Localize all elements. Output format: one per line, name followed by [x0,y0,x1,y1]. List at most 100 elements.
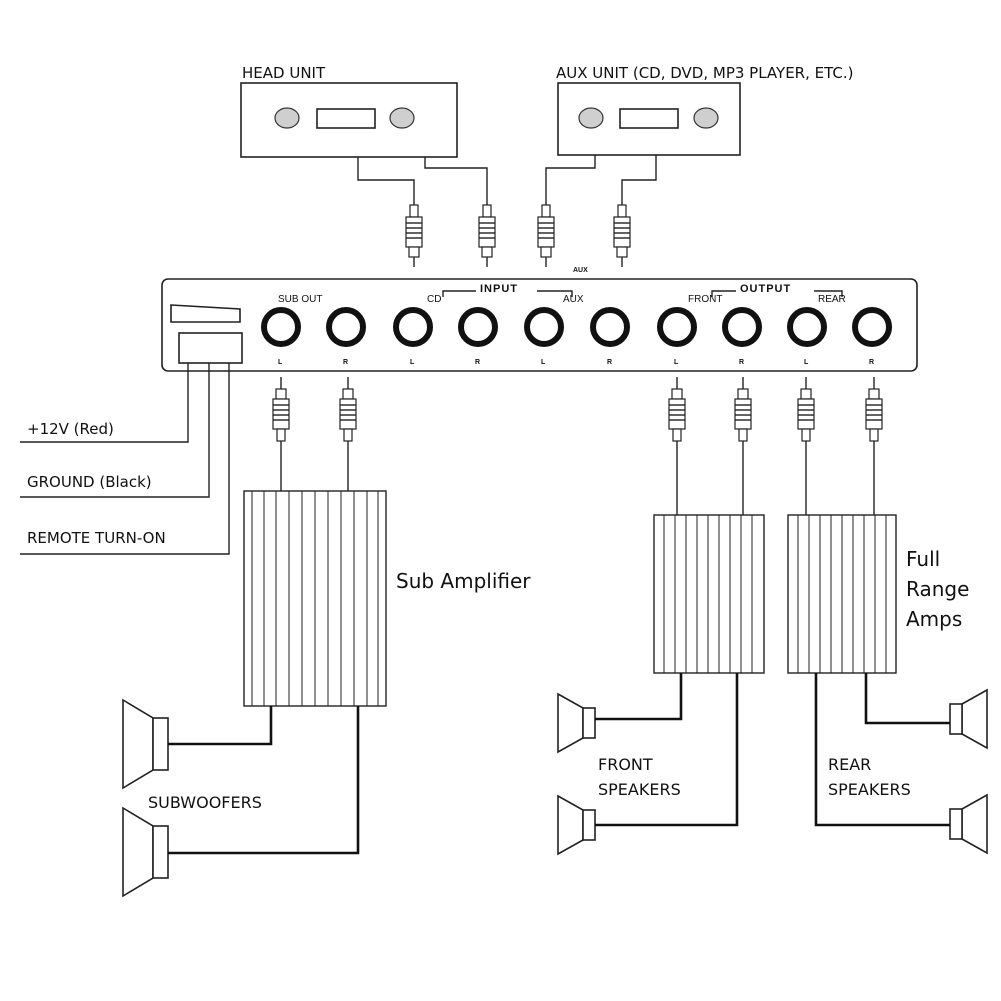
speaker-icon [557,794,596,856]
rear-speakers: REAR SPEAKERS [814,673,988,855]
head-unit: HEAD UNIT [240,64,458,158]
rca-plug [613,204,631,267]
channel-label: L [804,359,809,366]
rear-speaker-wire [814,673,950,827]
channel-label: R [475,359,480,366]
front-label: FRONT [688,294,722,305]
aux-input-label: AUX [563,294,584,305]
channel-label: R [343,359,348,366]
head-unit-wire-right [424,157,488,205]
channel-label: R [869,359,874,366]
rca-jack [852,307,892,347]
rca-plug [405,204,423,267]
subwoofer-icon [122,806,169,898]
input-bracket [442,290,573,297]
speaker-icon [557,692,596,754]
aux-unit-wire-right [621,155,657,205]
head-unit-knob-left [274,107,300,129]
power-terminal-block [178,332,243,364]
aux-unit-label: AUX UNIT (CD, DVD, MP3 PLAYER, ETC.) [556,64,853,82]
front-speakers-label-line1: FRONT [598,755,653,774]
front-amplifier [653,514,765,674]
rca-plug [865,377,883,442]
front-speakers-label-line2: SPEAKERS [598,780,681,799]
rca-plug [668,377,686,442]
plus12v-wire [20,363,189,443]
processor-indicator [170,304,241,323]
subwoofers-label: SUBWOOFERS [148,793,262,812]
cd-label: CD [427,294,441,305]
channel-label: L [674,359,679,366]
front-speaker-wire [595,673,683,721]
channel-label: R [739,359,744,366]
rca-jack [590,307,630,347]
aux-unit-knob-right [693,107,719,129]
remote-wire [20,363,230,555]
processor-unit: SUB OUT CD INPUT AUX OUTPUT FRONT REAR L… [161,278,918,372]
aux-plug-tag: AUX [573,267,588,274]
subwoofer-wire [168,706,273,746]
full-range-label-line3: Amps [906,607,962,631]
channel-label: L [541,359,546,366]
full-range-label-line2: Range [906,577,969,601]
rear-speakers-label-line1: REAR [828,755,871,774]
head-unit-knob-right [389,107,415,129]
output-bracket [711,290,843,297]
rca-jack [787,307,827,347]
front-amp-body [653,514,765,674]
channel-label: R [607,359,612,366]
rca-jack [524,307,564,347]
rca-jack [657,307,697,347]
aux-unit-knob-left [578,107,604,129]
rca-plug [537,204,555,267]
aux-unit-display [619,108,679,129]
head-unit-label: HEAD UNIT [242,64,326,82]
ground-label: GROUND (Black) [27,473,152,491]
remote-label: REMOTE TURN-ON [27,529,166,547]
sub-amp-label: Sub Amplifier [396,569,531,593]
subwoofer-wire [168,706,360,855]
rca-jack [722,307,762,347]
rear-amp-fins [797,515,887,673]
plus12v-label: +12V (Red) [27,420,114,438]
head-unit-wire-left [357,157,415,205]
rca-plug [478,204,496,267]
speaker-icon [949,688,988,750]
channel-label: L [278,359,283,366]
rca-plug [734,377,752,442]
rear-amplifier: Full Range Amps [787,514,969,674]
full-range-label-line1: Full [906,547,940,571]
signal-wires [280,441,875,515]
rca-jack [326,307,366,347]
output-label: OUTPUT [740,283,791,295]
input-plugs [405,204,631,267]
rear-speakers-label-line2: SPEAKERS [828,780,911,799]
rca-jacks [261,307,892,347]
speaker-icon [949,793,988,855]
sub-amp-fins [251,491,379,706]
power-wires: +12V (Red) GROUND (Black) REMOTE TURN-ON [20,363,230,555]
channel-label: L [410,359,415,366]
front-speakers: FRONT SPEAKERS [557,673,739,856]
rca-plug [797,377,815,442]
input-label: INPUT [480,283,518,295]
rear-speaker-wire [864,673,950,725]
channel-labels: L R L R L R L R L R [278,359,874,366]
sub-out-label: SUB OUT [278,294,322,305]
rca-plug [339,377,357,442]
aux-unit: AUX UNIT (CD, DVD, MP3 PLAYER, ETC.) [556,64,853,156]
rca-jack [261,307,301,347]
front-speaker-wire [595,673,739,827]
ground-wire [20,363,210,498]
head-unit-display [316,108,376,129]
subwoofer-icon [122,698,169,790]
front-amp-fins [663,515,753,673]
rca-plug [272,377,290,442]
output-plugs [272,377,883,442]
sub-amplifier: Sub Amplifier [243,490,531,707]
subwoofers: SUBWOOFERS [122,698,360,898]
rear-label: REAR [818,294,846,305]
rca-jack [458,307,498,347]
rca-jack [393,307,433,347]
